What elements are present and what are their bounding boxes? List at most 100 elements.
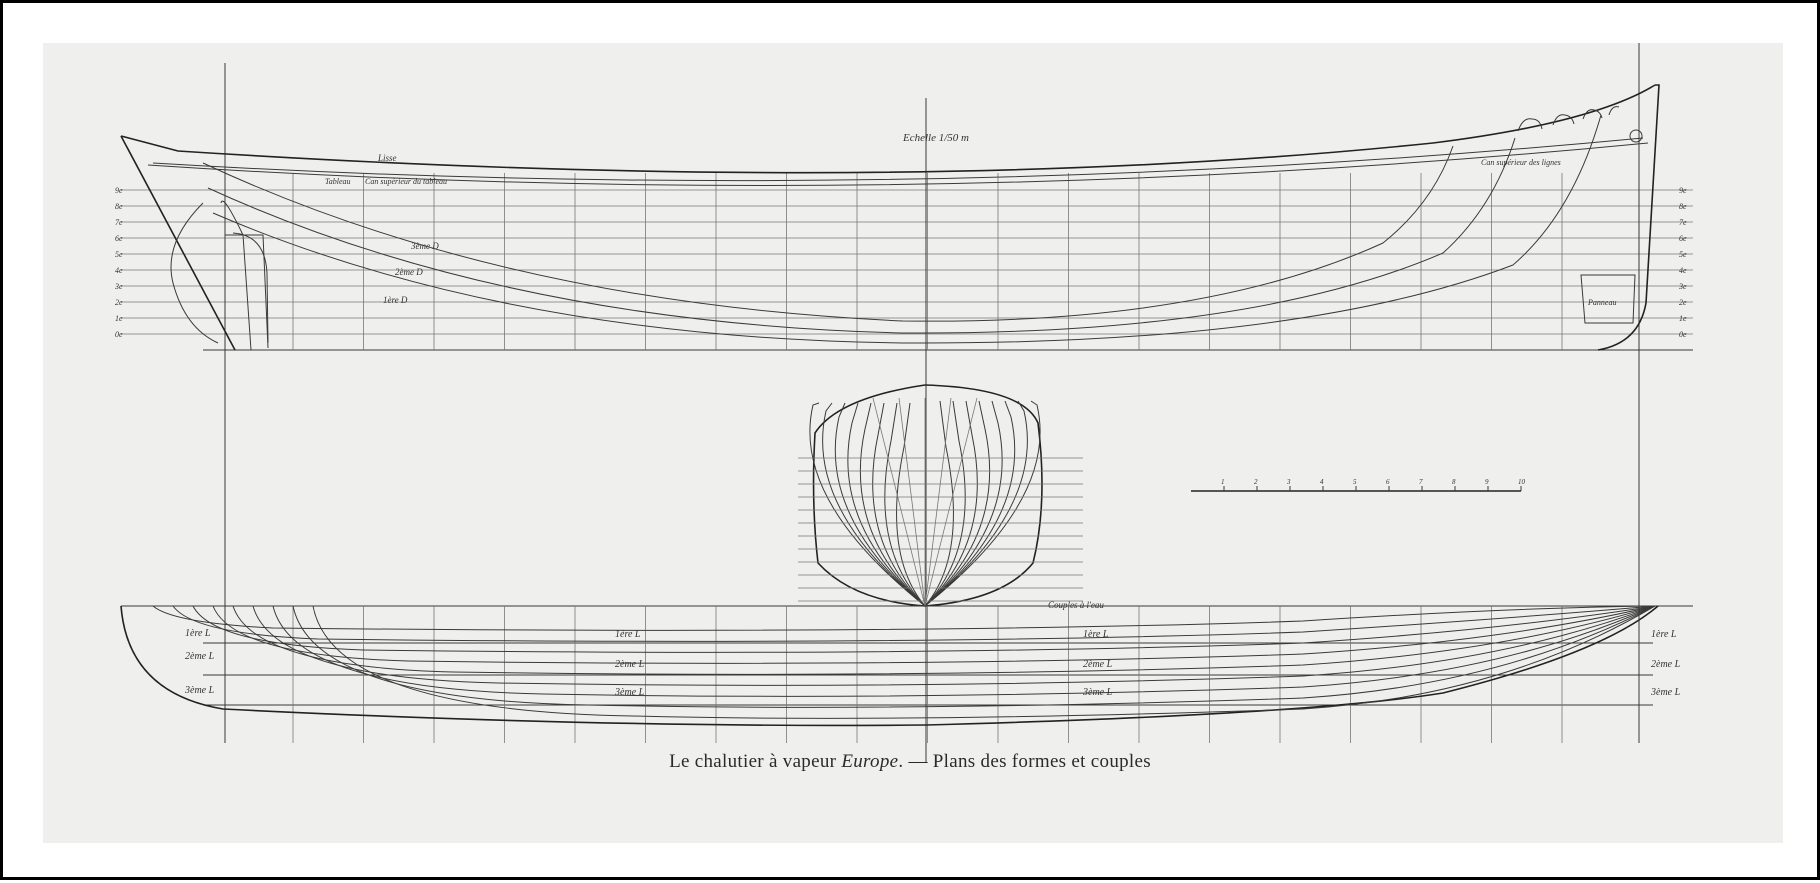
plan-mark-right-3: 3ème L [1082, 687, 1113, 698]
waterline-label-left: 1e [115, 314, 123, 323]
plan-mark-edge-3: 3ème L [1650, 687, 1681, 698]
waterline-label-right: 3e [1678, 282, 1687, 291]
half-breadth-plan: 1ère L 2ème L 3ème L 1ère L 2ème L 3ème … [120, 605, 1693, 743]
counter-stern [120, 135, 236, 351]
fore-frame [924, 400, 1028, 607]
lines-plan-drawing: Echelle 1/50 m Lisse Tableau Can supérie… [114, 43, 1693, 763]
stem [1597, 84, 1660, 351]
stern-note: Tableau [325, 177, 351, 186]
plan-mark-mid-2: 2ème L [615, 659, 645, 670]
body-plan-waterlines [798, 457, 1083, 602]
waterline-label-right: 2e [1679, 298, 1687, 307]
body-diagonal [872, 397, 926, 607]
aft-frame [847, 402, 926, 607]
aft-frame [859, 402, 926, 607]
waterline-label-left: 5e [115, 250, 123, 259]
body-plan-note: Couples à l'eau [1048, 600, 1104, 610]
waterline-label-left: 8e [115, 202, 123, 211]
fore-frame [924, 400, 966, 607]
scale-note: Echelle 1/50 m [902, 132, 969, 144]
half-breadth-waterline [152, 605, 1656, 631]
aft-frame [822, 402, 926, 607]
plan-mark-mid-1: 1ère L [615, 629, 641, 640]
waterline-label-left: 3e [114, 282, 123, 291]
diagonal-3 [202, 145, 1454, 322]
scale-tick-label: 7 [1419, 478, 1423, 486]
deck-line-lower [147, 142, 1649, 186]
waterline-label-right: 4e [1679, 266, 1687, 275]
sheer-note: Lisse [377, 153, 397, 163]
fore-frame [924, 400, 954, 607]
scale-tick-label: 4 [1320, 478, 1324, 486]
diagonal-label-2: 2ème D [395, 267, 423, 277]
fore-frame [924, 400, 1016, 607]
waterline-label-right: 8e [1679, 202, 1687, 211]
deck-half-breadth [120, 605, 1659, 727]
sternpost [220, 200, 269, 351]
plan-mark-left-3: 3ème L [184, 685, 215, 696]
half-breadth-waterline [212, 605, 1656, 664]
aft-frame [809, 402, 926, 607]
body-diagonal [924, 397, 978, 607]
propeller-aperture [232, 232, 269, 344]
aft-frame [884, 402, 926, 607]
hawse-pipe [1629, 129, 1643, 143]
scale-tick-label: 8 [1452, 478, 1456, 486]
half-breadth-waterline [252, 605, 1656, 686]
waterline-label-right: 5e [1679, 250, 1687, 259]
waterlines [121, 189, 1693, 335]
drawing-plate [43, 43, 1783, 843]
scale-tick-label: 2 [1254, 478, 1258, 486]
deck-line [152, 137, 1644, 182]
waterline-label-right: 0e [1679, 330, 1687, 339]
deck-note: Can supérieur du tableau [365, 177, 447, 186]
caption-vessel-name: Europe [841, 751, 899, 772]
plan-mark-left-2: 2ème L [185, 651, 215, 662]
waterline-label-right: 9e [1679, 186, 1687, 195]
hatch-panel [1580, 274, 1636, 324]
half-breadth-waterline [172, 605, 1656, 642]
body-plan-fore-outline [924, 384, 1043, 607]
deck-note-right: Can supérieur des lignes [1481, 158, 1561, 167]
body-plan-frames [809, 397, 1041, 607]
bulwark-openings [1517, 106, 1620, 132]
fore-frame [924, 400, 1041, 607]
fore-frame [924, 400, 991, 607]
caption-suffix: . — Plans des formes et couples [898, 751, 1151, 772]
waterline-label-left: 2e [115, 298, 123, 307]
diagonal-2 [207, 137, 1516, 334]
scale-tick-label: 3 [1286, 478, 1291, 486]
waterline-label-left: 7e [115, 218, 123, 227]
plan-mark-right-1: 1ère L [1083, 629, 1109, 640]
half-breadth-waterline [292, 605, 1656, 708]
figure-caption: Le chalutier à vapeur Europe. — Plans de… [3, 751, 1817, 773]
fore-frame [924, 400, 1003, 607]
body-diagonal [924, 397, 952, 607]
waterline-label-left: 4e [115, 266, 123, 275]
waterline-label-right: 6e [1679, 234, 1687, 243]
scale-tick-label: 10 [1518, 478, 1526, 486]
scale-tick-label: 1 [1221, 478, 1225, 486]
diagonal-label-3: 3ème D [410, 241, 439, 251]
body-plan-aft-outline [812, 384, 926, 607]
half-breadth-waterline [192, 605, 1656, 653]
plan-mark-mid-3: 3ème L [614, 687, 645, 698]
plan-mark-left-1: 1ère L [185, 628, 211, 639]
profile-plan: Echelle 1/50 m Lisse Tableau Can supérie… [114, 43, 1693, 763]
half-breadth-waterline [312, 605, 1656, 719]
waterline-label-right: 1e [1679, 314, 1687, 323]
aft-frame [896, 402, 926, 607]
waterline-label-left: 9e [115, 186, 123, 195]
diagonal-1 [212, 114, 1602, 344]
plan-mark-edge-2: 2ème L [1651, 659, 1681, 670]
diagonal-label-1: 1ère D [383, 295, 408, 305]
rudder-outline [170, 202, 219, 344]
waterline-label-left: 0e [115, 330, 123, 339]
waterline-half-breadths [152, 605, 1656, 719]
scale-tick-label: 5 [1353, 478, 1357, 486]
waterline-label-left: 6e [115, 234, 123, 243]
body-plan: Couples à l'eau [798, 384, 1104, 610]
